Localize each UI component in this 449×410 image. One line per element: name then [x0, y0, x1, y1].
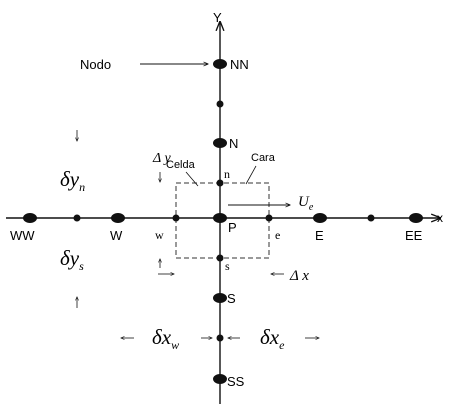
label-ss: SS: [227, 374, 245, 389]
node-p: [213, 213, 227, 223]
node-ee: [409, 213, 423, 223]
dxe-symbol: δxe: [260, 325, 285, 352]
midpoint-dot: [367, 214, 375, 222]
node-ss: [213, 374, 227, 384]
midpoint-dot: [216, 334, 224, 342]
node-e: [313, 213, 327, 223]
node-s: [213, 293, 227, 303]
celda-leader: [185, 171, 199, 187]
node-ww: [23, 213, 37, 223]
x-axis-label: x: [437, 211, 443, 225]
label-n: N: [229, 136, 238, 151]
face-dot-w: [172, 214, 180, 222]
midpoint-dot: [73, 214, 81, 222]
label-s: S: [227, 291, 236, 306]
label-nn: NN: [230, 57, 249, 72]
dys-symbol: δys: [60, 246, 84, 273]
midpoint-dot: [216, 100, 224, 108]
node-w: [111, 213, 125, 223]
dxw-symbol: δxw: [152, 325, 179, 352]
label-face-e: e: [275, 228, 280, 242]
label-face-s: s: [225, 259, 230, 273]
cara-leader: [245, 165, 257, 185]
callout-nodo: Nodo: [80, 57, 111, 72]
delta-y-symbol: Δ y: [152, 151, 171, 166]
callout-celda: Celda: [166, 159, 196, 171]
label-e: E: [315, 228, 324, 243]
face-dot-e: [265, 214, 273, 222]
callout-cara: Cara: [251, 152, 276, 164]
dyn-symbol: δyn: [60, 167, 85, 194]
face-dot-s: [216, 254, 224, 262]
node-nn: [213, 59, 227, 69]
label-face-w: w: [155, 228, 164, 242]
delta-x-symbol: Δ x: [289, 268, 309, 284]
y-axis-label: Y: [213, 10, 222, 25]
face-dot-n: [216, 179, 224, 187]
label-face-n: n: [224, 167, 230, 181]
ue-symbol: Ue: [298, 194, 314, 213]
node-n: [213, 138, 227, 148]
label-p: P: [228, 220, 237, 235]
label-ee: EE: [405, 228, 423, 243]
label-w: W: [110, 228, 123, 243]
label-ww: WW: [10, 228, 35, 243]
